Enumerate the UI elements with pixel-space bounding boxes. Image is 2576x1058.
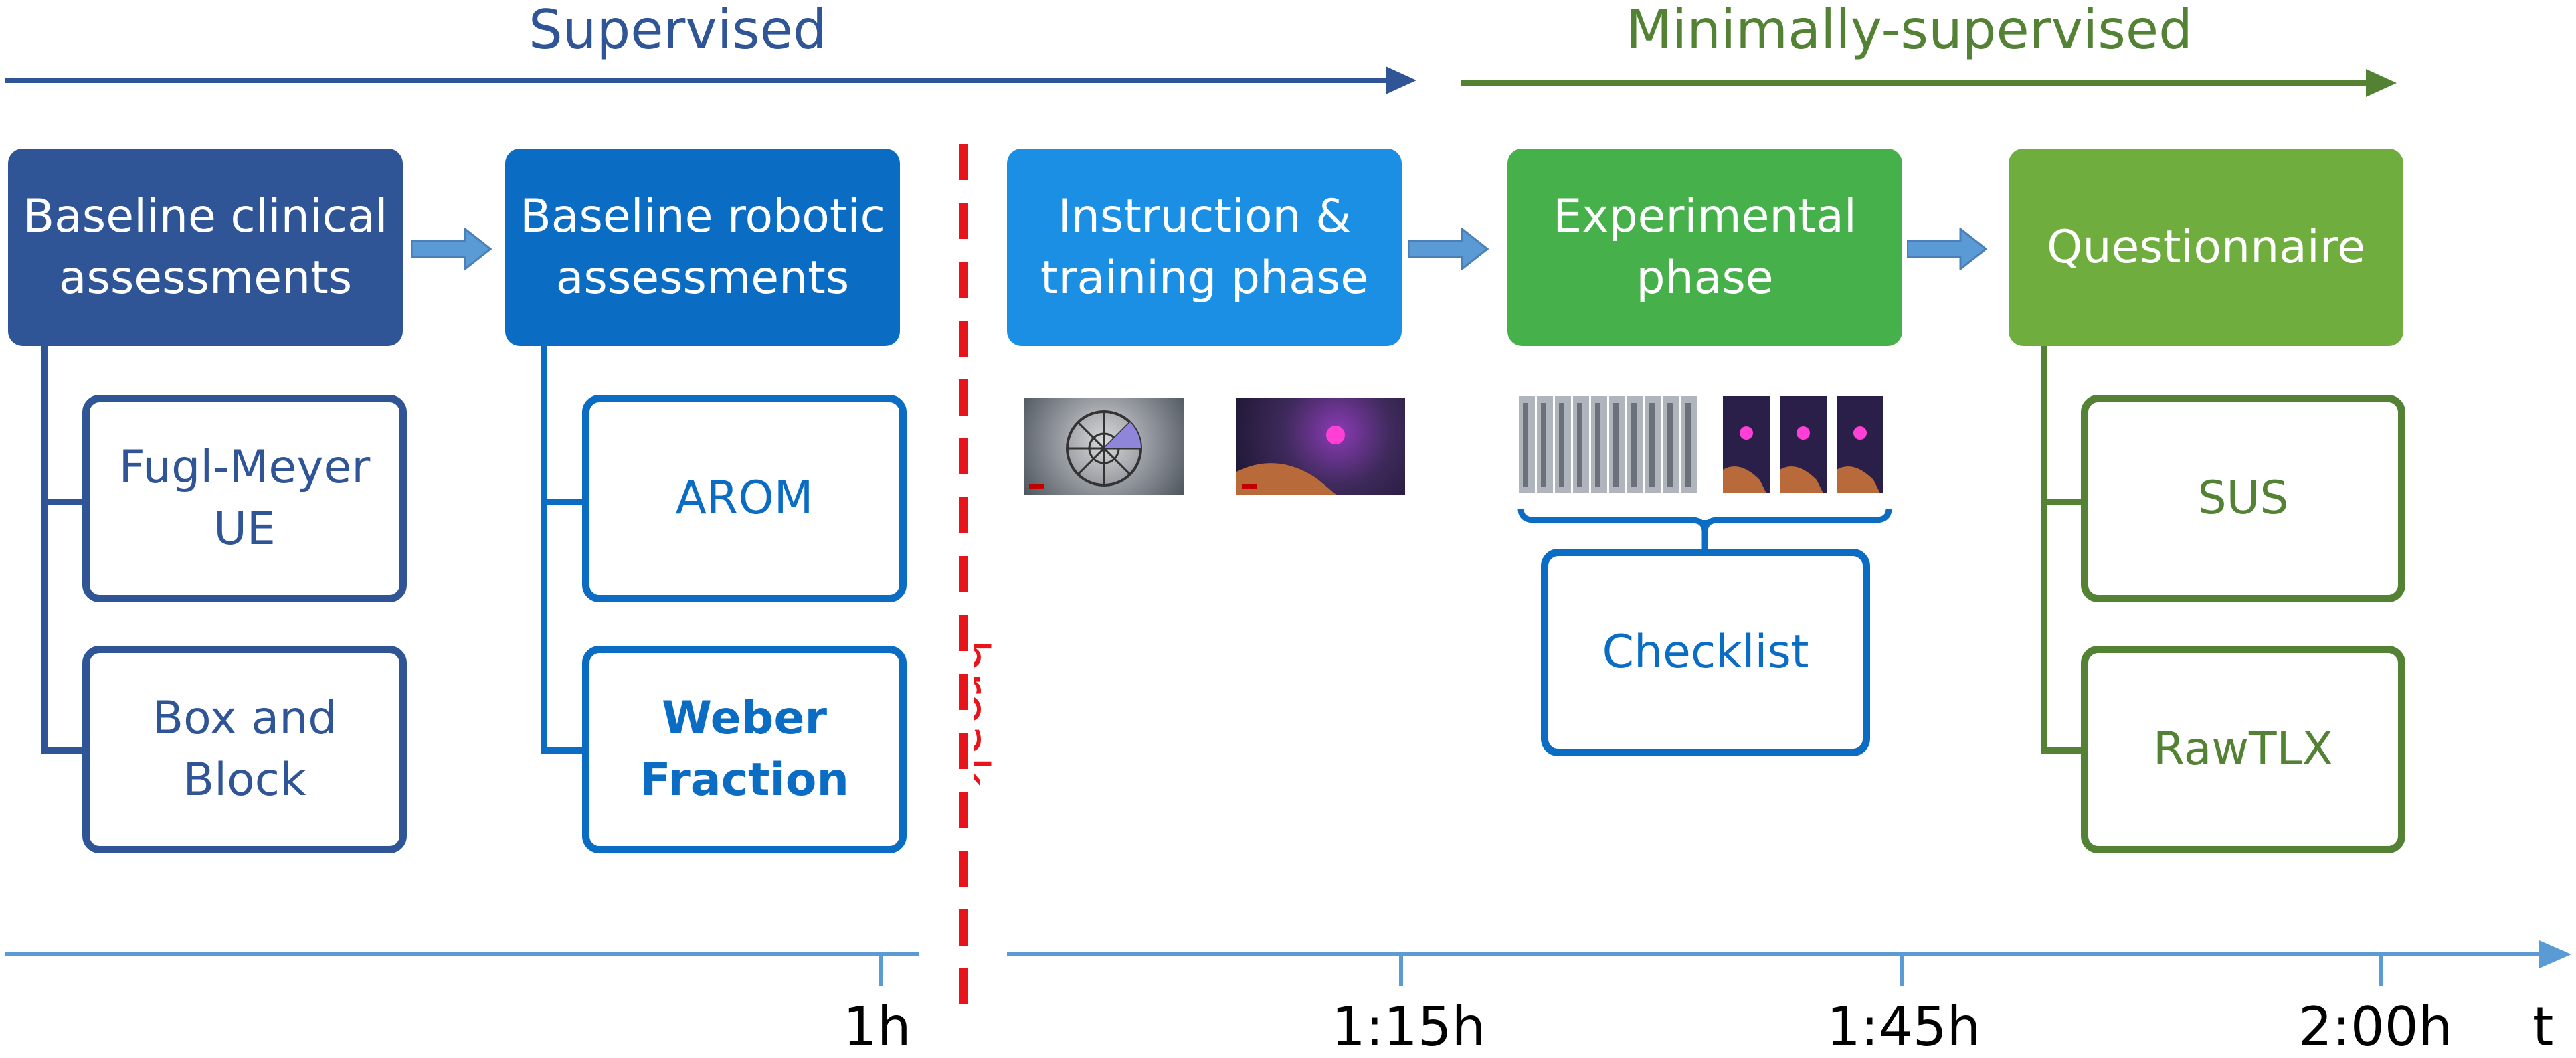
robotic-connector-arom — [541, 499, 585, 505]
minimally-supervised-label: Minimally-supervised — [1626, 0, 2193, 61]
clinical-connector-box — [41, 747, 86, 754]
minimally-supervised-arrow — [1461, 69, 2397, 97]
questionnaire-connector-rawtlx — [2041, 747, 2085, 754]
fugl-meyer-box: Fugl-Meyer UE — [82, 395, 407, 602]
tick-label-1h: 1h — [843, 996, 911, 1058]
time-axis-label: t — [2533, 996, 2554, 1058]
break-line — [959, 144, 968, 1014]
strip-thumbnails — [1519, 396, 1697, 493]
clinical-connector-vertical — [41, 346, 48, 754]
sus-box: SUS — [2081, 395, 2405, 602]
questionnaire-connector-sus — [2041, 499, 2085, 505]
tick-2-00h — [2379, 954, 2383, 986]
rawtlx-box: RawTLX — [2081, 646, 2405, 853]
baseline-clinical-box: Baseline clinical assessments — [8, 149, 403, 346]
clinical-connector-fugl — [41, 499, 86, 505]
space-scene-icon — [1236, 426, 1345, 495]
flow-arrow-3 — [1907, 228, 1987, 270]
flow-arrow-2 — [1408, 228, 1489, 270]
timeline-arrowhead — [2539, 940, 2571, 968]
questionnaire-connector-vertical — [2041, 346, 2047, 754]
robotic-connector-vertical — [541, 346, 547, 754]
experimental-phase-box: Experimental phase — [1507, 149, 1902, 346]
timeline-axis-right — [1007, 952, 2546, 956]
instruction-training-box: Instruction & training phase — [1007, 149, 1402, 346]
questionnaire-box: Questionnaire — [2009, 149, 2403, 346]
tick-label-2-00h: 2:00h — [2298, 996, 2453, 1058]
flow-arrow-1 — [411, 228, 492, 270]
checklist-bracket — [1517, 508, 1892, 555]
experimental-thumbnails — [1519, 396, 1883, 493]
weber-fraction-box: Weber Fraction — [582, 646, 907, 853]
baseline-robotic-box: Baseline robotic assessments — [505, 149, 900, 346]
tick-1-15h — [1399, 954, 1403, 986]
tick-1h — [879, 954, 883, 986]
timeline-axis-left — [5, 952, 919, 956]
robotic-connector-weber — [541, 747, 585, 754]
training-game-thumbnail-1 — [1024, 398, 1184, 495]
checklist-box: Checklist — [1541, 549, 1870, 756]
target-wheel-icon — [1029, 410, 1142, 489]
tick-label-1-45h: 1:45h — [1827, 996, 1981, 1058]
tick-1-45h — [1900, 954, 1904, 986]
training-game-thumbnail-2 — [1236, 398, 1405, 495]
box-and-block-box: Box and Block — [82, 646, 407, 853]
break-label: break — [974, 639, 999, 787]
tick-label-1-15h: 1:15h — [1331, 996, 1486, 1058]
arom-box: AROM — [582, 395, 907, 602]
supervised-arrow — [5, 66, 1416, 94]
game-thumbnails — [1723, 396, 1883, 493]
supervised-label: Supervised — [529, 0, 827, 61]
break-text: break — [974, 639, 999, 787]
